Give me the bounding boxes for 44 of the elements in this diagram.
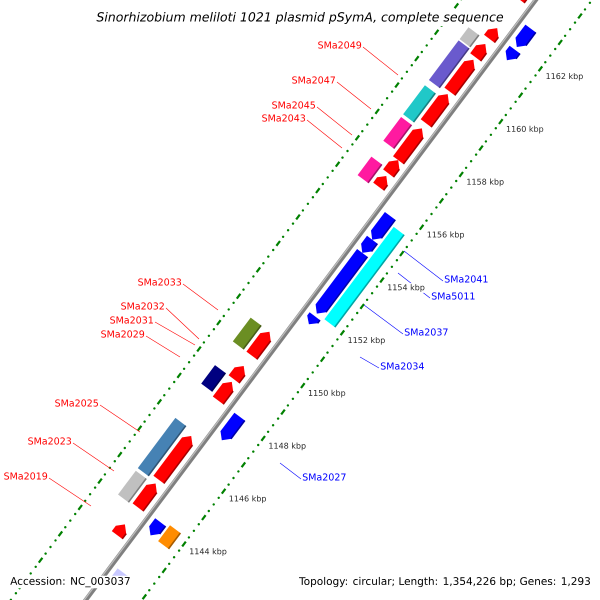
topology-text: Topology: circular; Length: 1,354,226 bp; Genes: 1,293 — [298, 576, 592, 588]
tick-label: 1148 kbp — [267, 442, 308, 452]
leader-line — [72, 442, 114, 472]
leader-line — [336, 82, 372, 110]
leader-line — [154, 322, 196, 346]
tick-label: 1150 kbp — [307, 388, 347, 398]
gene-label: SMa2019 — [4, 472, 48, 480]
gene-label: SMa2032 — [121, 302, 164, 310]
leader-line — [48, 478, 92, 506]
leader-line — [166, 308, 200, 340]
leader-line — [182, 284, 218, 310]
gene-label: SMa2025 — [55, 399, 98, 407]
gene-label: SMa2033 — [138, 278, 182, 286]
leader-line — [316, 106, 352, 136]
gene-label: SMa2023 — [28, 437, 72, 445]
leader-line — [100, 404, 140, 432]
gene-label: SMa2041 — [444, 275, 488, 283]
tick-label: 1146 kbp — [228, 494, 268, 504]
title: Sinorhizobium meliloti 1021 plasmid pSymA, complete sequence — [94, 10, 506, 26]
gene-label: SMa5011 — [432, 292, 475, 300]
leader-line — [360, 356, 380, 368]
leader-line — [280, 462, 302, 480]
gene-label: SMa2031 — [110, 316, 153, 324]
accession-text: Accession: NC_003037 — [9, 576, 132, 588]
tick-label: 1160 kbp — [505, 124, 545, 134]
gene-label: SMa2029 — [101, 330, 144, 338]
tick-label: 1144 kbp — [188, 547, 228, 557]
gene-label: SMa2043 — [262, 114, 306, 122]
tick-label: 1162 kbp — [544, 72, 584, 82]
gene-label: SMa2049 — [318, 41, 362, 49]
gene-label: SMa2034 — [380, 362, 424, 370]
leader-line — [362, 46, 398, 76]
gene-label: SMa2045 — [272, 101, 315, 109]
tick-label: 1152 kbp — [346, 336, 386, 346]
gene-label: SMa2027 — [302, 473, 346, 481]
leader-line — [306, 120, 342, 148]
leader-line — [146, 336, 180, 358]
gene-label: SMa2047 — [292, 76, 335, 84]
leader-line — [404, 250, 444, 282]
tick-label: 1156 kbp — [426, 230, 466, 240]
tick-label: 1154 kbp — [386, 283, 426, 293]
leader-line — [364, 304, 404, 334]
tick-label: 1158 kbp — [465, 178, 506, 188]
gene-label: SMa2037 — [404, 328, 448, 336]
